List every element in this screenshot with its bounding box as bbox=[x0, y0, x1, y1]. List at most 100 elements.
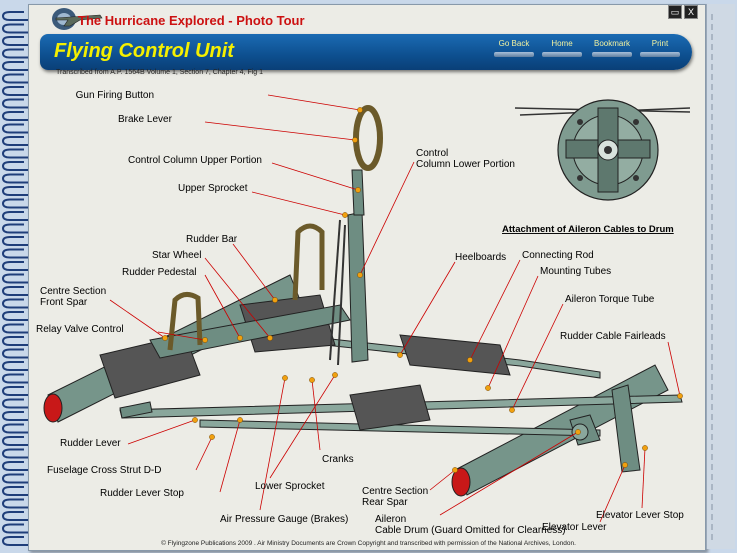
callout-dot-rudder-lever-stop bbox=[237, 417, 243, 423]
binding-ring bbox=[1, 273, 30, 284]
callout-dot-aileron-cable-drum bbox=[575, 429, 581, 435]
close-button[interactable]: X bbox=[684, 5, 698, 19]
binding-ring bbox=[1, 411, 30, 421]
binding-ring bbox=[1, 323, 30, 334]
label-fuselage-cross-strut: Fuselage Cross Strut D-D bbox=[47, 465, 161, 476]
binding-ring bbox=[1, 386, 30, 396]
leader-connecting-rod bbox=[469, 259, 521, 361]
binding-ring bbox=[1, 198, 30, 209]
callout-dot-elevator-lever bbox=[622, 462, 628, 468]
leader-control-column-lower bbox=[359, 161, 415, 276]
hurricane-logo-icon bbox=[52, 8, 103, 30]
binding-ring bbox=[1, 161, 30, 171]
leader-centre-section-front-spar bbox=[109, 299, 166, 339]
leader-elevator-lever bbox=[599, 464, 626, 523]
binding-ring bbox=[1, 11, 30, 21]
inset-caption: Attachment of Aileron Cables to Drum bbox=[502, 224, 674, 235]
callout-dot-rudder-pedestal bbox=[237, 335, 243, 341]
right-margin bbox=[706, 4, 735, 549]
leader-centre-section-rear-spar bbox=[429, 469, 456, 491]
leader-fuselage-cross-strut bbox=[195, 436, 213, 471]
label-rudder-lever: Rudder Lever bbox=[60, 438, 121, 449]
leader-lower-sprocket bbox=[269, 374, 336, 479]
print-label: Print bbox=[651, 39, 669, 48]
label-rudder-lever-stop: Rudder Lever Stop bbox=[100, 488, 184, 499]
binding-ring bbox=[1, 261, 30, 271]
leader-rudder-bar bbox=[232, 243, 276, 301]
leader-rudder-cable-fairleads bbox=[667, 341, 681, 397]
binding-ring bbox=[1, 186, 30, 196]
callout-dot-mounting-tubes bbox=[485, 385, 491, 391]
callout-dot-air-pressure-gauge bbox=[282, 375, 288, 381]
label-relay-valve-control: Relay Valve Control bbox=[36, 324, 124, 335]
home-button[interactable]: Home bbox=[542, 38, 582, 60]
callout-dot-fuselage-cross-strut bbox=[209, 434, 215, 440]
binding-ring bbox=[1, 523, 30, 534]
binding-ring bbox=[1, 223, 30, 234]
callout-dot-rudder-bar bbox=[272, 297, 278, 303]
page-title: Flying Control Unit bbox=[54, 40, 234, 62]
binding-ring bbox=[1, 23, 30, 34]
callout-dot-centre-section-front-spar bbox=[162, 335, 168, 341]
binding-ring bbox=[1, 73, 30, 84]
callout-dot-rudder-cable-fairleads bbox=[677, 393, 683, 399]
home-label: Home bbox=[551, 39, 573, 48]
label-rudder-cable-fairleads: Rudder Cable Fairleads bbox=[560, 331, 666, 342]
leader-cranks bbox=[311, 379, 321, 451]
binding-ring bbox=[1, 473, 30, 484]
binding-ring bbox=[1, 448, 30, 459]
leader-rudder-pedestal bbox=[204, 274, 241, 339]
binding-ring bbox=[1, 498, 30, 509]
callout-dot-connecting-rod bbox=[467, 357, 473, 363]
label-heelboards: Heelboards bbox=[455, 252, 506, 263]
title-banner: Flying Control Unit Go Back Home Bookmar… bbox=[40, 34, 692, 70]
binding-ring bbox=[1, 98, 30, 109]
binding-ring bbox=[1, 236, 30, 246]
label-elevator-lever: Elevator Lever bbox=[542, 522, 607, 533]
binding-ring bbox=[1, 373, 30, 384]
label-lower-sprocket: Lower Sprocket bbox=[255, 481, 325, 492]
callout-dot-gun-firing-button bbox=[357, 107, 363, 113]
label-mounting-tubes: Mounting Tubes bbox=[540, 266, 611, 277]
label-upper-sprocket: Upper Sprocket bbox=[178, 183, 248, 194]
label-rudder-pedestal: Rudder Pedestal bbox=[122, 267, 197, 278]
leader-lines bbox=[109, 94, 683, 523]
page-sheet bbox=[28, 4, 706, 551]
binding-ring bbox=[1, 248, 30, 259]
go-back-label: Go Back bbox=[498, 39, 530, 48]
leader-aileron-torque-tube bbox=[511, 303, 564, 411]
label-cranks: Cranks bbox=[322, 454, 354, 465]
callout-dot-rudder-lever bbox=[192, 417, 198, 423]
label-rudder-bar: Rudder Bar bbox=[186, 234, 238, 245]
print-button[interactable]: Print bbox=[640, 38, 680, 60]
minimize-button[interactable]: ▭ bbox=[668, 5, 682, 19]
leader-aileron-cable-drum bbox=[439, 431, 579, 516]
print-bar bbox=[640, 52, 680, 57]
binding-ring bbox=[1, 511, 30, 521]
label-control-column-upper: Control Column Upper Portion bbox=[128, 155, 262, 166]
label-connecting-rod: Connecting Rod bbox=[522, 250, 594, 261]
binding-ring bbox=[1, 348, 30, 359]
binding-ring bbox=[1, 61, 30, 71]
binding-ring bbox=[1, 173, 30, 184]
bookmark-button[interactable]: Bookmark bbox=[592, 38, 632, 60]
bookmark-label: Bookmark bbox=[593, 39, 630, 48]
callout-dot-heelboards bbox=[397, 352, 403, 358]
callout-dot-relay-valve-control bbox=[202, 337, 208, 343]
leader-mounting-tubes bbox=[487, 275, 539, 389]
leader-rudder-lever bbox=[127, 419, 196, 445]
binding-ring bbox=[1, 336, 30, 346]
go-back-bar bbox=[494, 52, 534, 57]
leader-relay-valve-control bbox=[157, 331, 206, 341]
leader-air-pressure-gauge bbox=[259, 377, 286, 511]
leader-control-column-upper bbox=[271, 162, 359, 191]
leader-heelboards bbox=[399, 261, 456, 356]
binding-ring bbox=[1, 48, 30, 59]
label-aileron-torque-tube: Aileron Torque Tube bbox=[565, 294, 655, 305]
binding-ring bbox=[1, 211, 30, 221]
binding-ring bbox=[1, 311, 30, 321]
go-back-button[interactable]: Go Back bbox=[494, 38, 534, 60]
leader-rudder-lever-stop bbox=[219, 419, 241, 493]
